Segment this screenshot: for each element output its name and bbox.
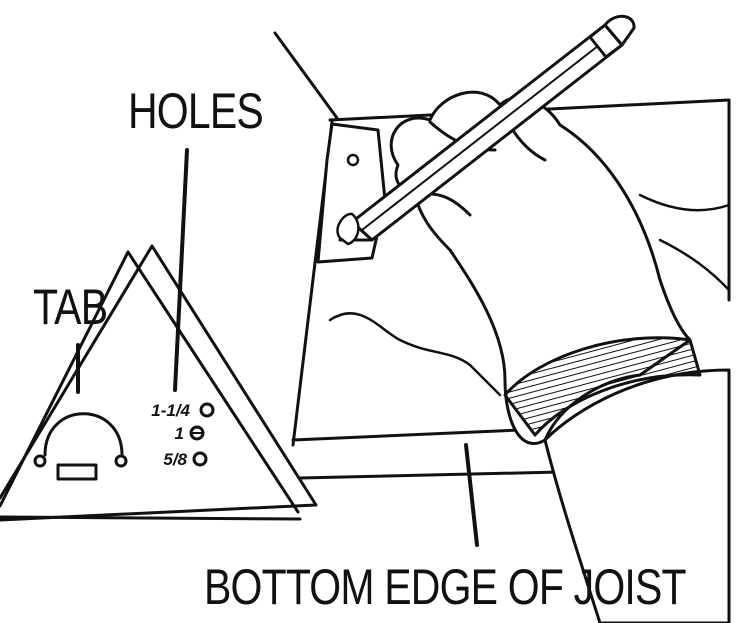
tab-symbol-arc <box>43 412 124 457</box>
holes-label: HOLES <box>128 83 264 139</box>
glove-cuff <box>503 336 702 437</box>
wood-grain-3 <box>658 238 731 292</box>
bottom-edge-of-joist-label: BOTTOM EDGE OF JOIST <box>204 559 687 615</box>
wood-grain-2 <box>638 193 731 212</box>
hole-1-1-4-symbol <box>199 402 215 418</box>
plate-hole-small <box>346 153 360 167</box>
template-guide-inner <box>0 250 300 514</box>
template-guide-bottom <box>0 515 302 521</box>
tab-symbol-hole-right <box>114 454 128 468</box>
joist-bottom-line-1 <box>291 428 522 442</box>
bottom-edge-leader-line <box>464 443 479 547</box>
plate-hole-marked <box>336 212 360 246</box>
sleeve <box>543 368 731 623</box>
hole-5-8-symbol <box>192 451 208 467</box>
tab-symbol-hole-left <box>33 454 47 468</box>
pencil-eraser <box>603 14 636 47</box>
pencil-stripe <box>361 34 613 231</box>
holes-leader-line <box>173 148 189 392</box>
joist-left-diagonal <box>273 31 339 120</box>
tab-label: TAB <box>33 279 108 335</box>
tab-symbol-rect <box>56 463 98 481</box>
joist-bottom-line-2 <box>298 470 562 480</box>
wood-grain <box>328 312 502 397</box>
hole-size-label-1-1-4: 1-1/4 <box>151 401 190 420</box>
hole-size-label-1: 1 <box>174 424 184 443</box>
hole-size-label-5-8: 5/8 <box>163 450 187 469</box>
